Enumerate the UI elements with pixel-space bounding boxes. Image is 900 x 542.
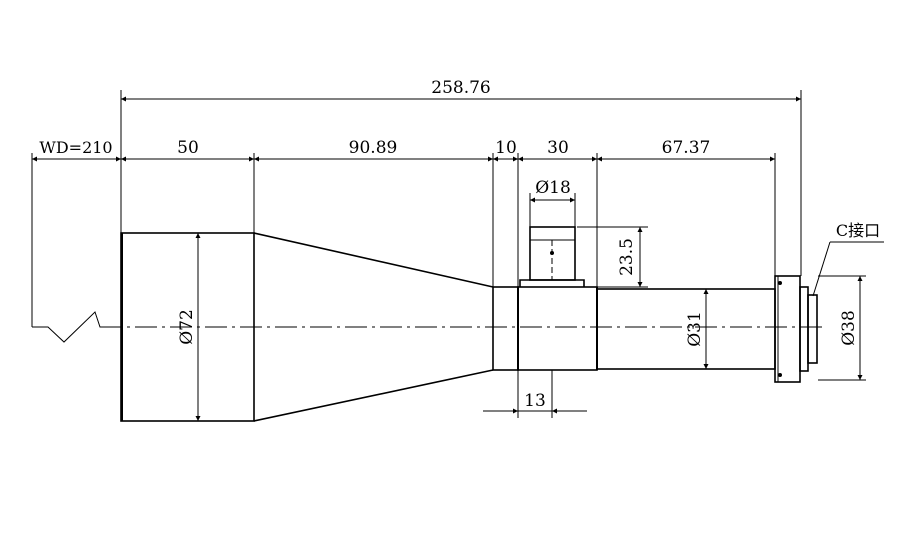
port-height-dim: 23.5 [617, 238, 637, 276]
front-barrel-length-dim: 50 [177, 138, 199, 158]
working-distance-dim: WD=210 [39, 138, 112, 157]
working-distance-break [32, 311, 122, 343]
front-diameter-dim: Ø72 [177, 309, 197, 345]
step-section [492, 286, 519, 371]
taper-section [253, 232, 494, 422]
rear-barrel-length-dim: 67.37 [662, 138, 711, 158]
port-diameter-dim: Ø18 [535, 178, 571, 198]
overall-length-dim: 258.76 [431, 78, 490, 98]
rear-diameter-dim: Ø31 [685, 311, 705, 347]
mount-diameter-dim: Ø38 [839, 310, 859, 346]
taper-length-dim: 90.89 [349, 138, 398, 158]
port-block [517, 286, 598, 371]
port-block-length-dim: 30 [547, 138, 569, 158]
dimension-lines [32, 96, 884, 421]
mount-label: C接口 [836, 221, 880, 240]
port-offset-dim: 13 [524, 391, 546, 411]
c-mount [774, 275, 818, 383]
step-length-dim: 10 [495, 138, 517, 158]
port-boss [519, 279, 585, 287]
